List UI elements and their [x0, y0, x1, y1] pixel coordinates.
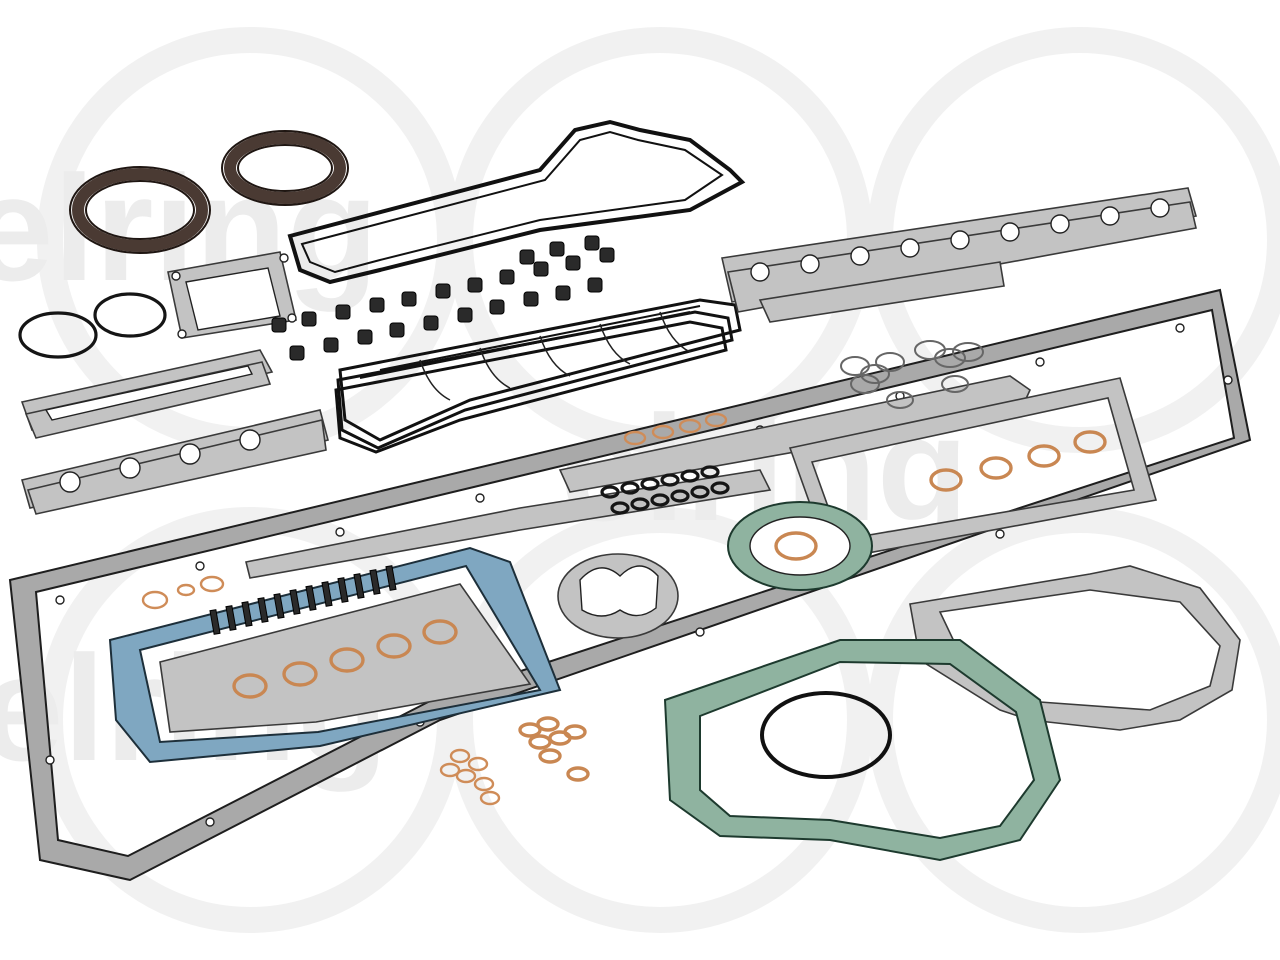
compressor-gasket-green [727, 501, 873, 591]
injector-seal-strips [209, 565, 397, 635]
cylinder-head-gasket-stack [721, 187, 1198, 323]
intake-manifold-strip-gasket [245, 375, 1032, 579]
square-flange-gasket [167, 251, 297, 339]
exhaust-manifold-gasket-stack [21, 409, 329, 515]
compressor-head-gasket [557, 553, 679, 639]
valve-stem-seals [271, 235, 615, 361]
timing-cover-gasket [663, 639, 1062, 862]
small-gasket-stack [20, 349, 274, 439]
copper-washer-pile [439, 716, 590, 806]
valve-cover-gasket [287, 119, 746, 285]
small-o-ring-grid [600, 465, 730, 515]
copper-washers-left [141, 575, 225, 610]
rocker-cover-gasket-stack [334, 298, 742, 454]
o-ring-cluster [840, 340, 984, 409]
copper-washers-center [623, 412, 728, 446]
crankshaft-seals [69, 130, 349, 254]
o-rings-large [18, 292, 167, 359]
oil-cooler-gasket-blue [108, 546, 562, 764]
